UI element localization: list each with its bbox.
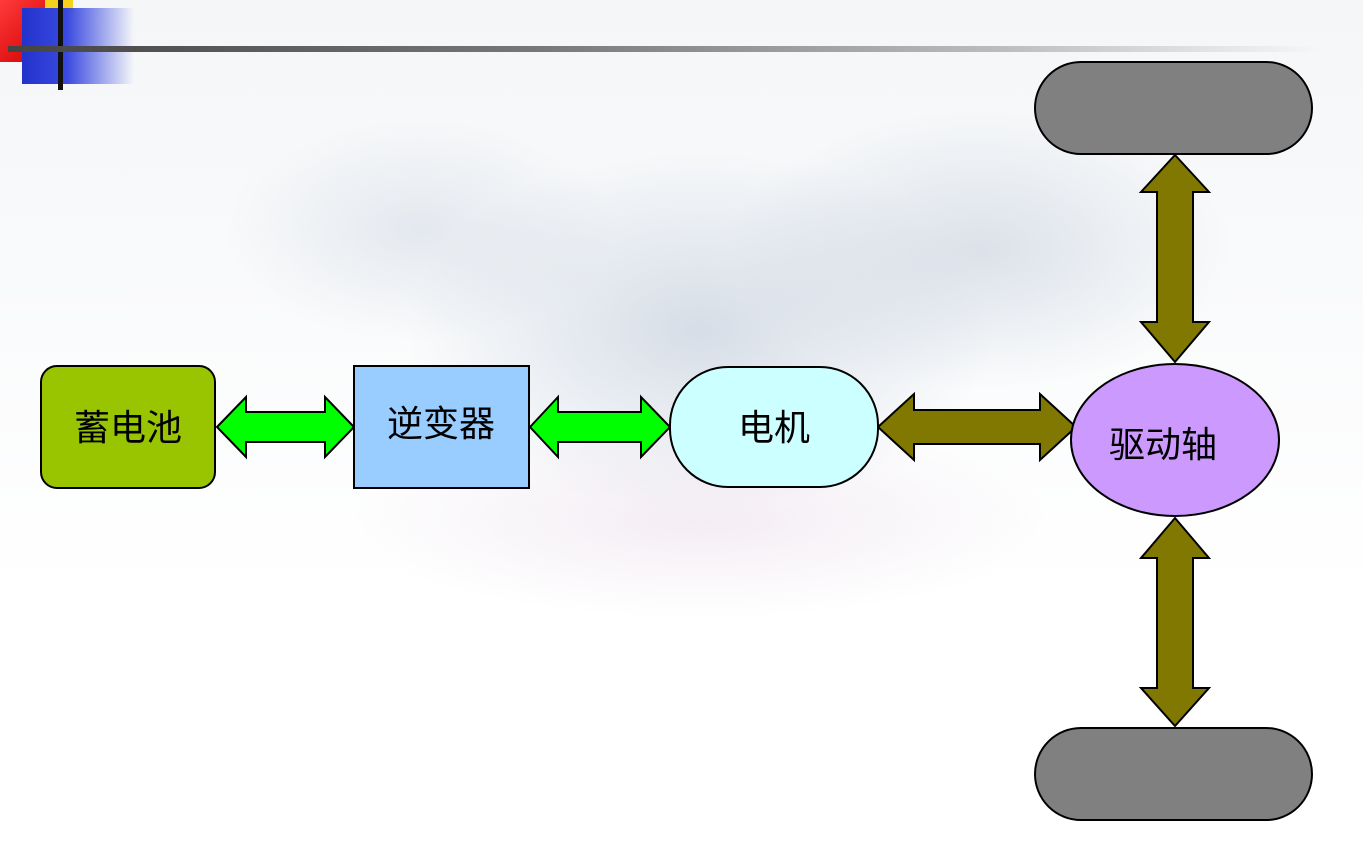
node-motor (669, 366, 879, 488)
corner-vertical-line (58, 0, 63, 90)
arrow-driveshaft-wheel-top (1138, 153, 1212, 364)
wheel-top (1034, 61, 1313, 155)
wheel-bottom (1034, 727, 1313, 821)
node-drive-shaft (1070, 363, 1280, 517)
arrow-driveshaft-wheel-bottom (1138, 516, 1212, 728)
node-inverter (353, 365, 530, 489)
header-divider-line (8, 46, 1318, 52)
arrow-motor-driveshaft (876, 391, 1078, 463)
label-battery: 蓄电池 (74, 408, 182, 449)
arrow-battery-inverter (215, 394, 356, 460)
label-drive-shaft: 驱动轴 (1109, 425, 1217, 466)
arrow-inverter-motor (528, 394, 672, 460)
label-inverter: 逆变器 (387, 404, 495, 445)
node-battery (40, 365, 216, 489)
label-motor: 电机 (738, 408, 810, 449)
